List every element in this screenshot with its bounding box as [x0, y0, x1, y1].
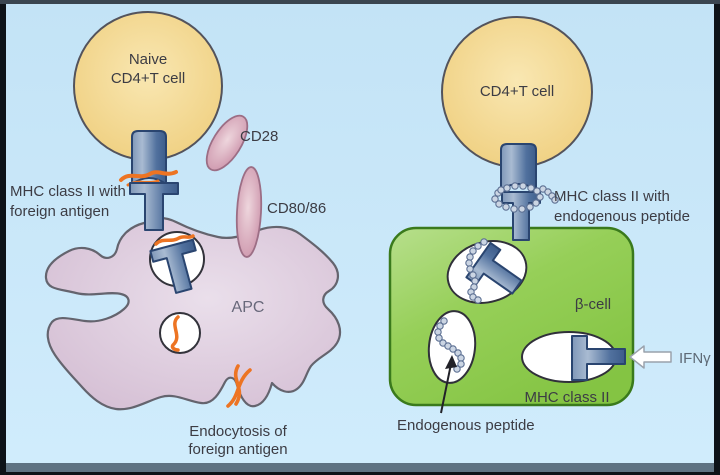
apc-vesicle-antigen: [159, 312, 201, 354]
cd80-86-label: CD80/86: [267, 200, 327, 217]
beta-vesicle-mhc-class-ii: [521, 331, 626, 383]
cd4-t-cell-label: CD4+T cell: [479, 83, 555, 100]
mhc-class-ii-molecule: [571, 335, 626, 381]
naive-t-cell-label-line2: CD4+T cell: [110, 70, 186, 87]
cd28-label: CD28: [240, 128, 279, 145]
endogenous-peptide-beads: [434, 317, 465, 373]
cd28-molecule: [205, 114, 249, 172]
beta-vesicle-endogenous-peptide: [427, 310, 477, 384]
mhc-class-ii-label: MHC class II: [524, 389, 610, 406]
endogenous-peptide-beads-tcr: [491, 182, 559, 213]
mhc-endogenous-peptide-label-line1: MHC class II with: [554, 188, 670, 205]
apc-vesicle-mhc-antigen: [149, 231, 205, 294]
endogenous-peptide-pointer-arrow: [440, 355, 457, 414]
ifn-gamma-label: IFNγ: [679, 350, 711, 367]
mhc-endogenous-peptide-label: MHC class II with endogenous peptide: [554, 187, 690, 227]
tcr-receptor-right: [500, 143, 537, 191]
bottom-strip: [6, 463, 714, 472]
mhc-foreign-antigen-label-line2: foreign antigen: [10, 203, 110, 220]
mhc-endogenous-peptide-label-line2: endogenous peptide: [554, 208, 690, 225]
endogenous-peptide-label: Endogenous peptide: [397, 417, 535, 434]
naive-t-cell-label: Naive CD4+T cell: [83, 50, 213, 88]
vesicle-peptide-beads: [465, 238, 488, 304]
ifn-gamma-arrow-icon: [629, 345, 672, 369]
mhc-foreign-antigen-label-line1: MHC class II with: [10, 183, 126, 200]
mhc-class-ii-left: [129, 182, 179, 231]
apc-cell-body: [44, 216, 342, 411]
top-strip: [0, 0, 720, 4]
cd80-86-molecule: [235, 166, 263, 258]
naive-t-cell-label-line1: Naive: [128, 51, 168, 68]
beta-vesicle-mhc-peptide: [446, 238, 528, 304]
mhc-foreign-antigen-label: MHC class II with foreign antigen: [10, 182, 126, 222]
endocytosed-foreign-antigen: [226, 364, 252, 408]
endocytosis-label: Endocytosis of foreign antigen: [148, 423, 328, 459]
beta-cell-label: β-cell: [574, 296, 612, 313]
vesicle-antigen-squiggle: [154, 234, 195, 246]
vesicle-mhc-molecule: [149, 238, 197, 294]
endocytosis-label-line2: foreign antigen: [188, 441, 288, 458]
endocytosis-label-line1: Endocytosis of: [189, 423, 287, 440]
apc-label: APC: [231, 299, 265, 316]
